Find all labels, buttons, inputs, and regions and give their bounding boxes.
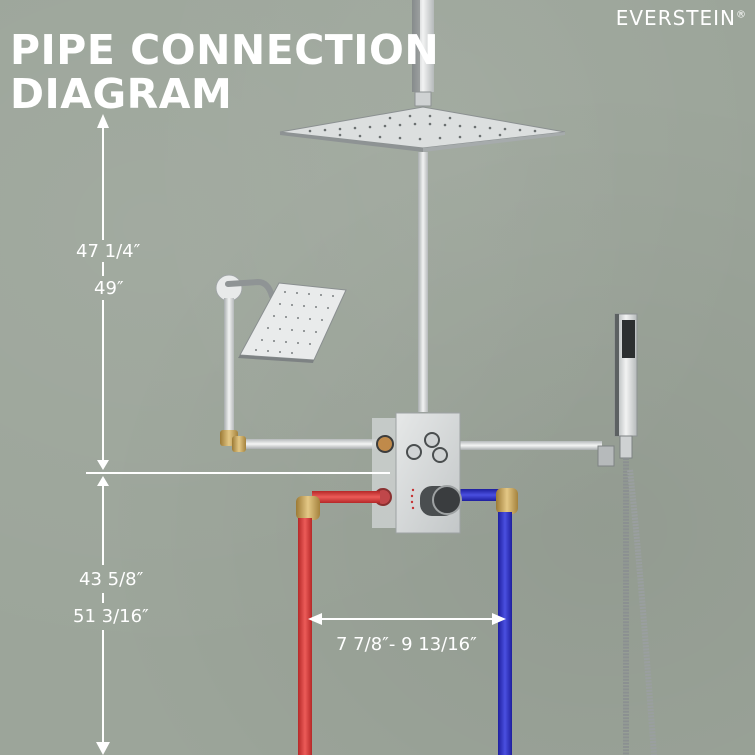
upper-height-max: 49″ [94,278,124,299]
function-knob-2 [406,444,422,460]
valve-plate [395,412,462,534]
rain-supply-pipe [418,152,428,412]
wall-shower [215,274,382,452]
function-knob-3 [432,447,448,463]
registered-mark: ® [736,9,747,21]
lower-height-max: 51 3/16″ [73,606,149,627]
page-title: PIPE CONNECTION DIAGRAM [10,28,439,116]
title-line-2: DIAGRAM [10,70,233,118]
upper-height-min: 47 1/4″ [76,241,141,262]
temperature-dial [432,485,462,515]
dimension-lines [86,114,506,755]
handheld-supply-pipe [452,441,602,450]
lower-height-min: 43 5/8″ [79,569,144,590]
cold-water-pipe [460,488,518,755]
hot-water-pipe [296,491,380,755]
inlet-spacing: 7 7/8″- 9 13/16″ [336,634,477,655]
ceiling-arm [412,0,434,107]
brand-logo: EVERSTEIN® [616,6,747,30]
brand-name: EVERSTEIN [615,6,736,30]
title-line-1: PIPE CONNECTION [10,26,440,74]
rain-shower-head [279,106,566,152]
function-knob-1 [424,432,440,448]
handheld-shower [597,313,657,755]
